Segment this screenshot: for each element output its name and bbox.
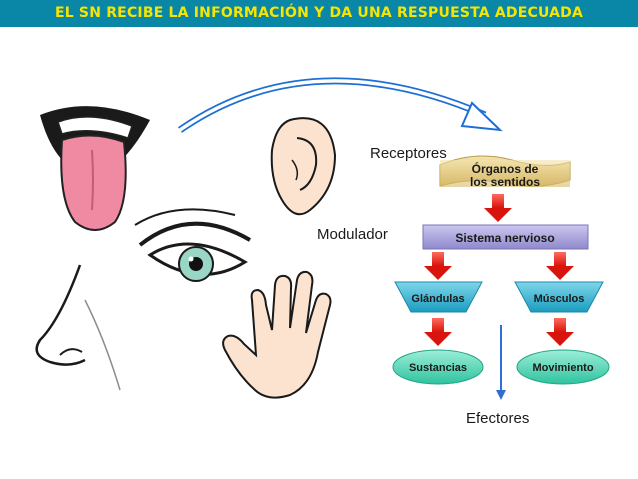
glandulas-box bbox=[394, 281, 483, 313]
musculos-label: Músculos bbox=[534, 293, 585, 305]
sustancias-label: Sustancias bbox=[409, 362, 467, 374]
sustancias-box bbox=[392, 349, 484, 385]
title-banner bbox=[0, 0, 638, 27]
organos-label-2: los sentidos bbox=[470, 175, 540, 189]
red-arrow-3 bbox=[546, 252, 574, 280]
efectores-label: Efectores bbox=[466, 410, 530, 427]
ear-icon bbox=[270, 117, 337, 216]
mouth-tongue-icon bbox=[40, 106, 150, 231]
hand-icon bbox=[222, 270, 332, 399]
red-arrow-1 bbox=[484, 194, 512, 222]
movimiento-label: Movimiento bbox=[532, 362, 593, 374]
movimiento-box bbox=[516, 349, 610, 385]
musculos-box bbox=[514, 281, 604, 313]
organos-box bbox=[439, 155, 571, 187]
eye-icon bbox=[134, 208, 252, 282]
red-arrow-2 bbox=[424, 252, 452, 280]
curved-arrow-icon bbox=[178, 77, 503, 133]
sistema-nervioso-label: Sistema nervioso bbox=[455, 231, 554, 245]
organos-label-1: Órganos de bbox=[472, 161, 539, 176]
modulador-label: Modulador bbox=[317, 226, 388, 243]
receptores-label: Receptores bbox=[370, 145, 447, 162]
red-arrow-5 bbox=[546, 318, 574, 346]
nose-icon bbox=[35, 264, 121, 391]
sistema-nervioso-box bbox=[422, 224, 589, 250]
glandulas-label: Glándulas bbox=[411, 293, 464, 305]
red-arrow-4 bbox=[424, 318, 452, 346]
page-title: EL SN RECIBE LA INFORMACIÓN Y DA UNA RES… bbox=[54, 5, 584, 21]
blue-arrow-icon bbox=[496, 325, 506, 400]
